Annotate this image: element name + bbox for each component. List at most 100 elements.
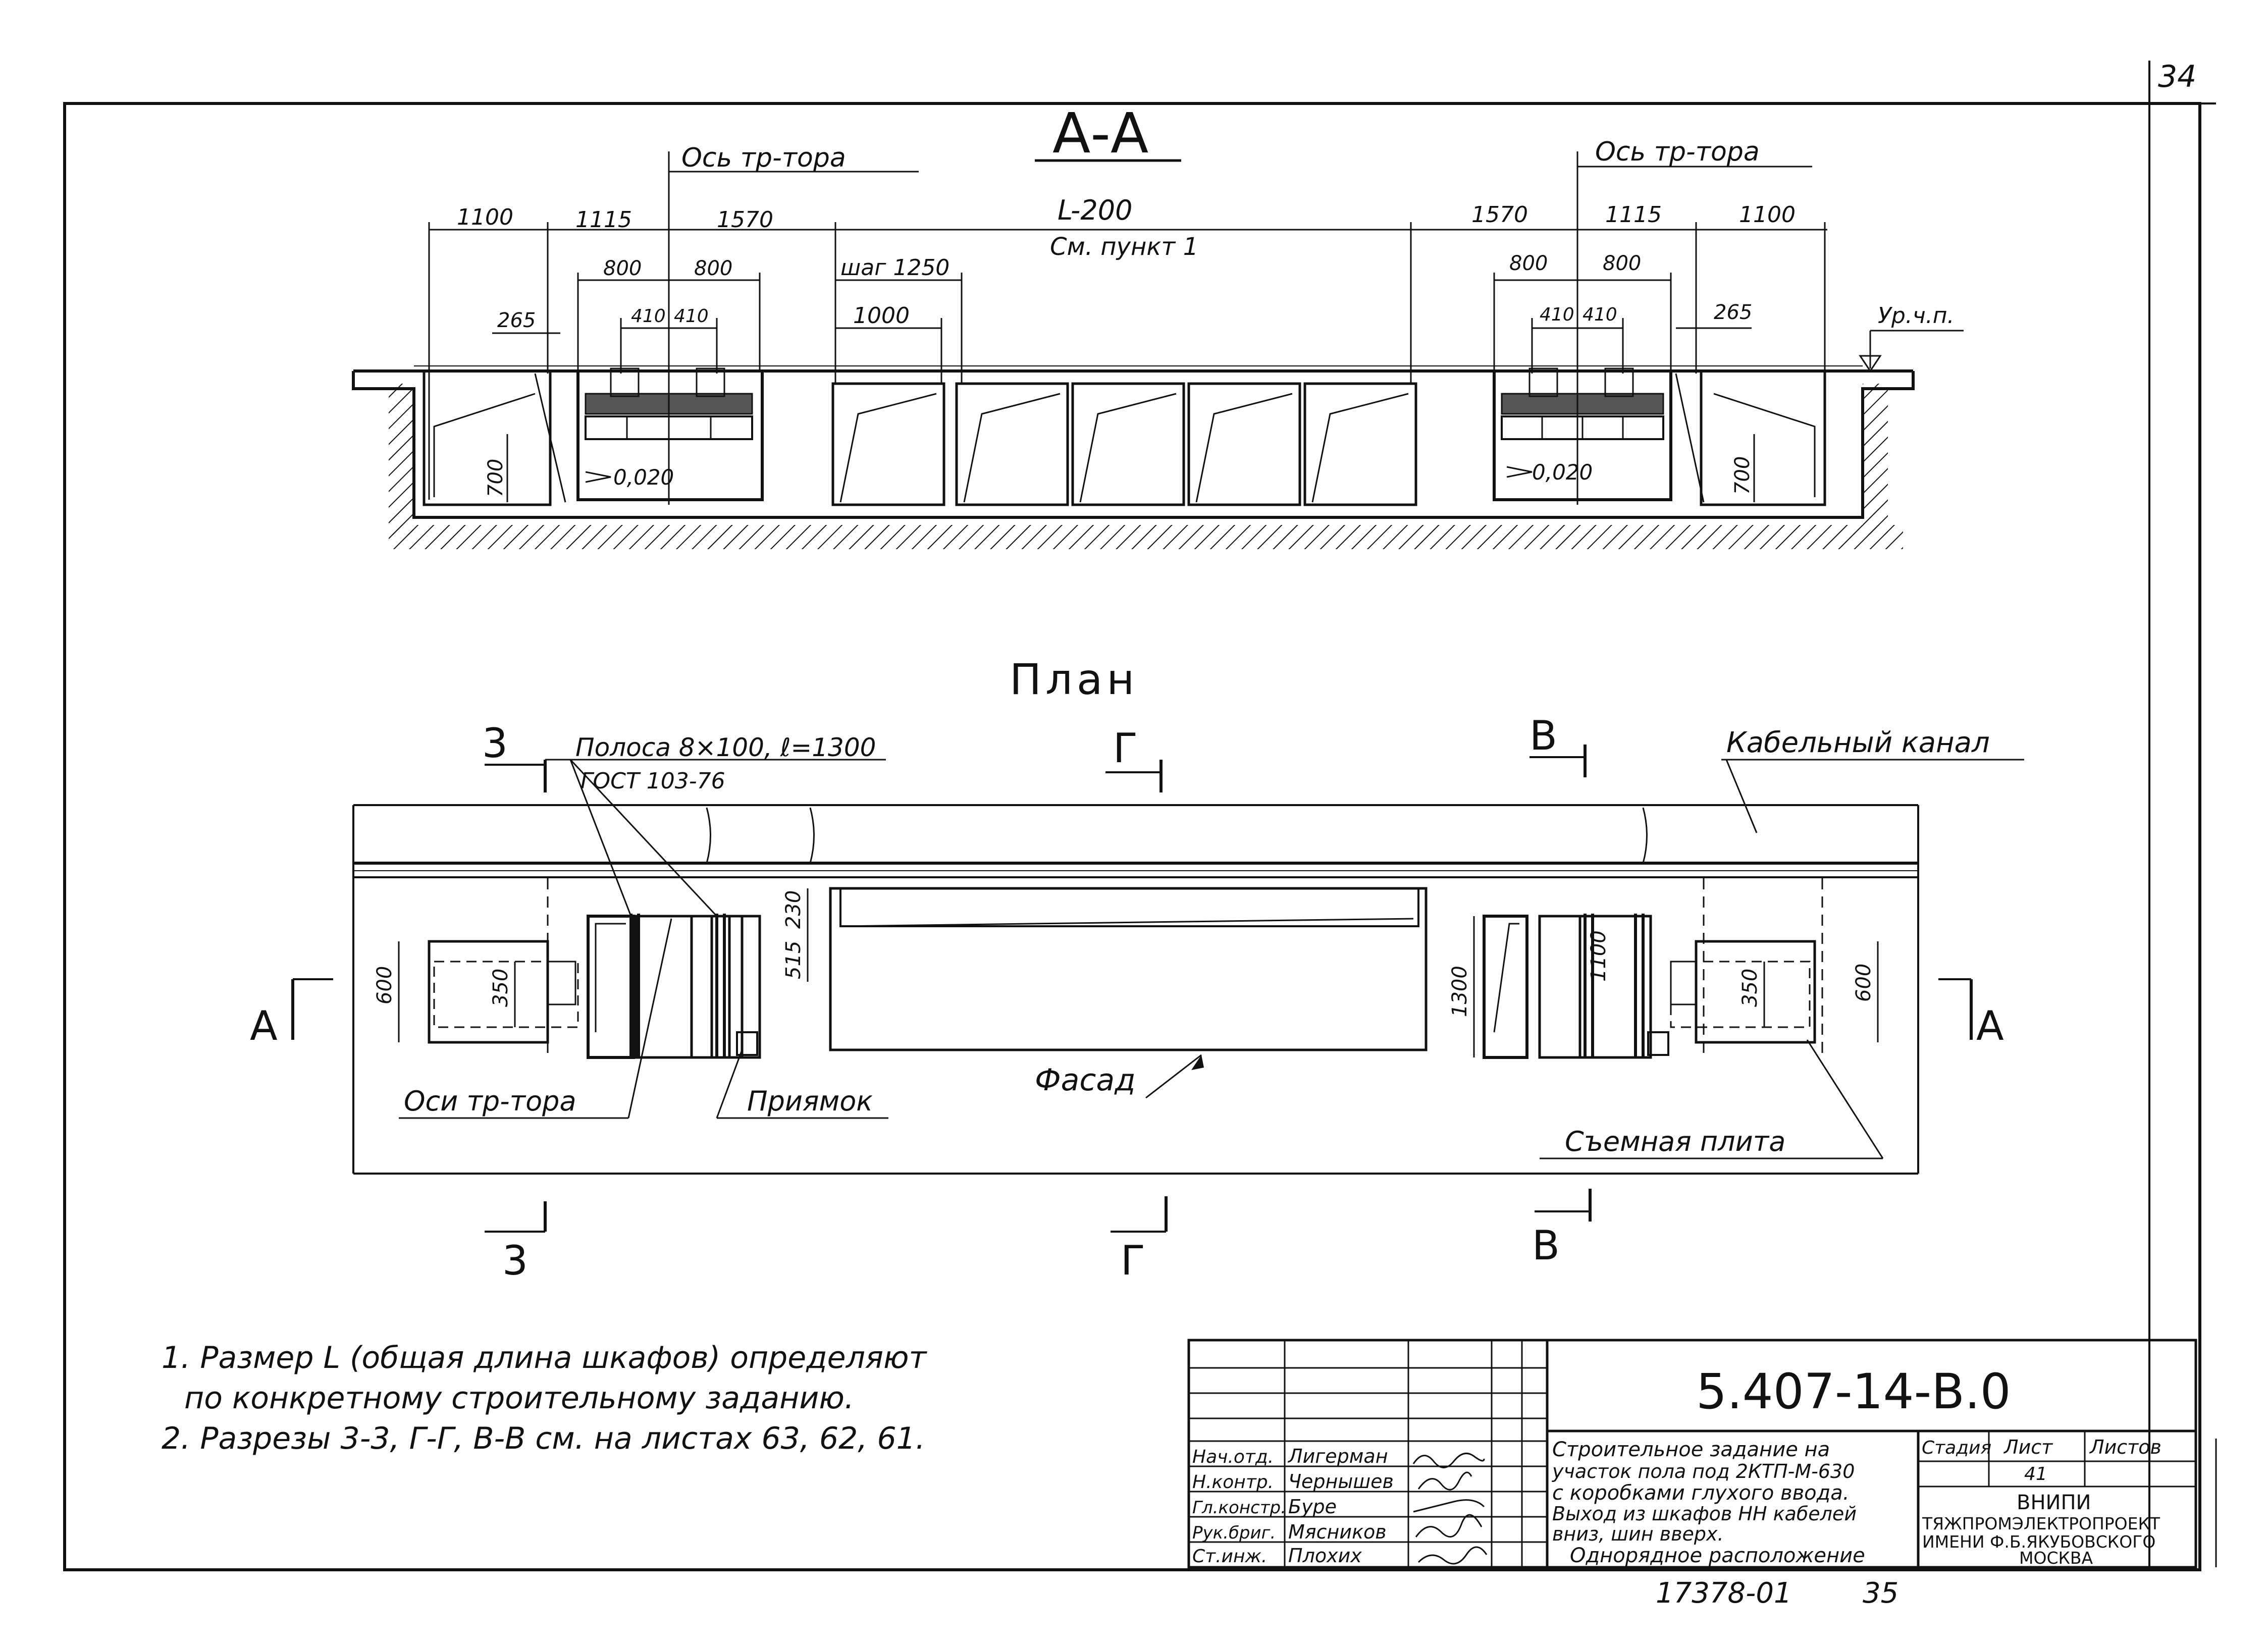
sheets-header: Листов [2089, 1436, 2161, 1458]
dim-800-right-a: 800 [1509, 252, 1548, 275]
dim-410-right-b: 410 [1583, 304, 1617, 325]
name-3: Мясников [1288, 1521, 1387, 1543]
dim-265-right: 265 [1714, 301, 1752, 324]
sheet-value: 41 [2024, 1464, 2047, 1484]
role-0: Нач.отд. [1192, 1447, 1274, 1467]
notes: 1. Размер L (общая длина шкафов) определ… [162, 1340, 928, 1456]
dim-600-left: 600 [373, 966, 396, 1004]
role-2: Гл.констр. [1192, 1498, 1286, 1518]
section-aa: А-А [352, 101, 1964, 549]
facade-label: Фасад [1035, 1063, 1136, 1098]
svg-text:Г: Г [1113, 725, 1138, 772]
bottom-code: 17378-01 [1656, 1577, 1792, 1610]
sheet-header: Лист [2003, 1436, 2053, 1458]
cut-marker-v-top: В [1529, 712, 1587, 777]
dim-1100: 1100 [1587, 930, 1610, 982]
svg-text:А: А [1976, 1002, 2004, 1049]
desc-line-1: участок пола под 2КТП-М-630 [1552, 1460, 1855, 1482]
svg-text:В: В [1529, 712, 1557, 759]
dim-410-right-a: 410 [1540, 304, 1574, 325]
strip-label-line2: ГОСТ 103-76 [581, 768, 725, 794]
plan-title: План [1010, 655, 1138, 704]
role-1: Н.контр. [1192, 1472, 1274, 1493]
cut-marker-a-right: А [1938, 978, 2004, 1049]
dim-L-200: L-200 [1058, 194, 1132, 226]
dim-350-right: 350 [1738, 969, 1762, 1007]
end-box-left [423, 369, 566, 506]
ground-hatch [389, 525, 1903, 549]
transformer-right [1493, 367, 1672, 501]
transformer-axes-label: Оси тр-тора [404, 1085, 576, 1117]
cut-marker-3-bottom: 3 [485, 1201, 547, 1284]
cut-marker-3-top: 3 [482, 720, 547, 792]
org-line3: ИМЕНИ Ф.Б.ЯКУБОВСКОГО [1922, 1532, 2155, 1552]
note-2: 2. Разрезы 3-3, Г-Г, В-В см. на листах 6… [162, 1421, 925, 1456]
cable-channel [353, 807, 1918, 878]
cable-channel-label: Кабельный канал [1726, 726, 1990, 759]
svg-text:А: А [250, 1002, 278, 1049]
height-700-left: 700 [484, 459, 507, 497]
signature-marks [1412, 1452, 1488, 1565]
svg-text:3: 3 [502, 1237, 528, 1284]
desc-line-3: Выход из шкафов НН кабелей [1552, 1503, 1857, 1525]
dim-600-right: 600 [1852, 964, 1875, 1002]
plan-transformer-left [587, 914, 761, 1059]
axis-label-right: Ось тр-тора [1595, 137, 1760, 167]
dim-800-right-b: 800 [1603, 252, 1641, 275]
note-1-line1: 1. Размер L (общая длина шкафов) определ… [162, 1340, 928, 1375]
dim-1570-right: 1570 [1471, 202, 1528, 228]
dim-1100-left: 1100 [457, 204, 513, 230]
sheet-number-top: 34 [2158, 59, 2196, 94]
center-note: См. пункт 1 [1050, 233, 1198, 261]
dim-1115-left: 1115 [575, 207, 632, 233]
section-aa-title: А-А [1052, 101, 1148, 166]
org-line4: МОСКВА [2019, 1548, 2093, 1568]
axis-label-left: Ось тр-тора [681, 143, 846, 173]
height-700-right: 700 [1731, 456, 1754, 495]
dim-350-left: 350 [489, 969, 512, 1007]
desc-line-5: Однорядное расположение [1570, 1544, 1865, 1567]
name-1: Чернышев [1288, 1470, 1394, 1493]
strip-label-line1: Полоса 8×100, ℓ=1300 [575, 733, 876, 762]
cut-marker-g-bottom: Г [1111, 1196, 1168, 1284]
note-1-line2: по конкретному строительному заданию. [184, 1381, 854, 1416]
svg-text:3: 3 [482, 720, 508, 767]
dim-800-left-a: 800 [603, 257, 642, 280]
dim-1300: 1300 [1448, 966, 1471, 1017]
cut-marker-v-bottom: В [1532, 1189, 1592, 1269]
plan-view: План [250, 655, 2024, 1284]
desc-line-0: Строительное задание на [1552, 1438, 1830, 1461]
dim-1115-right: 1115 [1605, 202, 1662, 228]
bottom-page: 35 [1863, 1577, 1898, 1610]
doc-code: 5.407-14-В.0 [1696, 1363, 2011, 1420]
dim-265-left: 265 [497, 309, 536, 332]
dim-515: 515 [782, 941, 805, 979]
desc-line-2: с коробками глухого ввода. [1552, 1481, 1850, 1505]
step-dim: 1000 [853, 303, 910, 329]
title-block: Нач.отд. Лигерман Н.контр. Чернышев Гл.к… [1187, 1339, 2197, 1569]
desc-line-4: вниз, шин вверх. [1552, 1523, 1724, 1545]
org-line1: ВНИПИ [2017, 1491, 2091, 1514]
dim-1570-left: 1570 [717, 207, 773, 233]
pit-label: Приямок [747, 1085, 873, 1117]
dim-230: 230 [782, 890, 805, 929]
floor-level-label: Ур.ч.п. [1878, 303, 1954, 329]
name-2: Буре [1288, 1496, 1337, 1518]
cabinet-row [831, 382, 1417, 506]
plan-cabinet-row [829, 887, 1428, 1051]
stage-header: Стадия [1922, 1438, 1991, 1458]
dim-410-left-a: 410 [631, 306, 666, 327]
name-0: Лигерман [1287, 1445, 1388, 1467]
step-label: шаг 1250 [840, 255, 950, 281]
dim-1100-right: 1100 [1739, 202, 1796, 228]
dim-800-left-b: 800 [694, 257, 732, 280]
name-4: Плохих [1288, 1545, 1362, 1567]
cut-marker-a-left: А [250, 978, 333, 1049]
removable-slab-label: Съемная плита [1565, 1126, 1785, 1157]
svg-text:В: В [1532, 1222, 1560, 1269]
role-4: Ст.инж. [1192, 1546, 1267, 1567]
plan-transformer-right [1483, 914, 1669, 1059]
slope-right: 0,020 [1532, 460, 1593, 485]
org-line2: ТЯЖПРОМЭЛЕКТРОПРОЕКТ [1922, 1514, 2160, 1533]
